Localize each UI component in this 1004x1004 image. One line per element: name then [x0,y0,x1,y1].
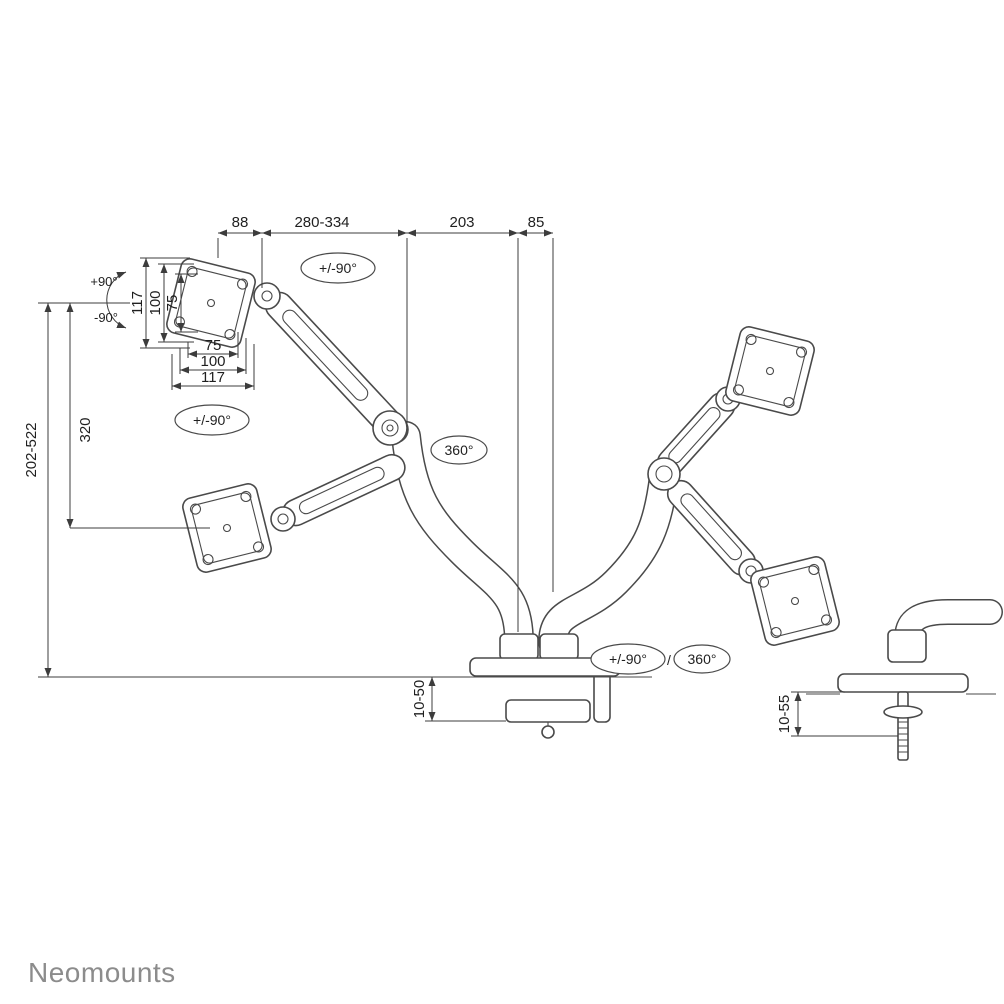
grommet-thickness-dimension: 10-55 [776,691,898,737]
clamp-screw-knob [541,725,555,739]
tilt-angle-indicator: +90° -90° [90,271,127,329]
left-tension-knob [372,410,408,446]
callout-rotate-base: 360° [673,644,731,674]
grommet-washer [883,705,923,719]
dim-label-202-522: 202-522 [23,422,40,477]
callout-swivel-upper-arm: +/-90° [300,252,376,284]
lower-left-arm [281,453,406,527]
dim-label-117-v: 117 [129,291,146,315]
callout-rotate-arm: 360° [430,435,488,465]
dim-label-10-50: 10-50 [411,680,428,718]
dim-label-117-h: 117 [201,369,225,386]
dim-label-203: 203 [449,214,474,231]
dim-label-100-v: 100 [147,290,164,315]
callout-label-rotate-base: 360° [688,651,717,667]
right-tension-knob [647,457,681,491]
left-pole-collar [499,633,539,661]
callout-label-rotate-arm: 360° [445,442,474,458]
dim-label-100-h: 100 [200,353,225,370]
grommet-collar [887,629,927,663]
dim-label-75-h: 75 [205,337,222,354]
under-desk-bracket [505,699,591,723]
lower-left-head-joint [270,506,296,532]
upper-left-head-joint [253,282,281,310]
dim-label-320: 320 [77,417,94,442]
grommet-bolt-rod [897,691,909,761]
callout-label-swivel-head: +/-90° [193,412,231,428]
right-gas-spring-pole [538,461,679,657]
clamp-thickness-dimension: 10-50 [411,676,506,722]
top-dimension-chain: 88 280-334 203 85 [217,214,554,632]
vesa-horizontal-dimensions: 75 100 117 [171,332,255,390]
dim-label-280-334: 280-334 [294,214,349,231]
callout-swivel-head: +/-90° [174,404,250,436]
vesa-vertical-dimensions: 117 100 75 [129,257,198,349]
right-pole-collar [539,633,579,661]
callout-slash-separator: / [667,652,671,668]
callout-swivel-base: +/-90° [590,643,666,675]
left-gas-spring-pole [391,421,534,657]
dim-label-10-55: 10-55 [776,695,793,733]
height-dimension-group: 202-522 320 [23,302,470,678]
dim-label-minus90: -90° [94,310,118,325]
callout-label-swivel-base: +/-90° [609,651,647,667]
dim-label-75-v: 75 [164,295,181,312]
callout-label-swivel-upper: +/-90° [319,260,357,276]
brand-logo: Neomounts [28,957,176,988]
grommet-mount-detail [806,599,1003,761]
dim-label-plus90: +90° [90,274,117,289]
grommet-base-plate [837,673,969,693]
dim-label-88: 88 [232,214,249,231]
dim-label-85: 85 [528,214,545,231]
